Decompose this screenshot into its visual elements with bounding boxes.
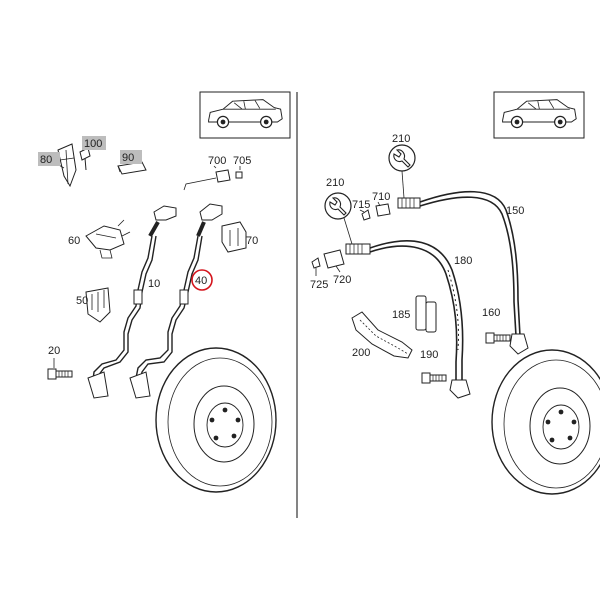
label-150: 150 (506, 205, 524, 217)
wrench-icon (324, 192, 352, 220)
label-70: 70 (246, 235, 258, 247)
label-705: 705 (233, 155, 251, 167)
leader-210-upper (401, 170, 405, 199)
label-720: 720 (333, 274, 351, 286)
part-70-clip (221, 221, 247, 253)
label-190: 190 (420, 349, 438, 361)
label-710: 710 (372, 191, 390, 203)
highlight-circle-40 (191, 269, 213, 291)
parts-710-715 (359, 201, 391, 221)
sensor-cable-40 (129, 203, 223, 399)
label-60: 60 (68, 235, 80, 247)
label-180: 180 (454, 255, 472, 267)
parts-720-725 (311, 249, 345, 276)
wrench-icon (388, 144, 416, 172)
label-160: 160 (482, 307, 500, 319)
part-700-705-connector (183, 165, 243, 191)
label-210-upper: 210 (392, 133, 410, 145)
sensor-cable-10 (87, 205, 177, 399)
label-210-lower: 210 (326, 177, 344, 189)
label-box-90 (120, 150, 142, 164)
label-40: 40 (195, 275, 207, 287)
label-725: 725 (310, 279, 328, 291)
label-700: 700 (208, 155, 226, 167)
label-715: 715 (352, 199, 370, 211)
label-50: 50 (76, 295, 88, 307)
brake-disc-icon (155, 347, 277, 493)
car-inset-left (199, 91, 291, 139)
bolt-icon (47, 368, 73, 380)
part-185-sleeves (415, 295, 437, 333)
brake-hose-150 (397, 190, 529, 355)
label-box-80 (38, 152, 60, 166)
label-185: 185 (392, 309, 410, 321)
car-inset-right (493, 91, 585, 139)
label-box-100 (82, 136, 106, 150)
brake-hose-180 (345, 240, 471, 399)
label-20: 20 (48, 345, 60, 357)
label-90: 90 (122, 152, 134, 164)
brake-disc-icon (491, 349, 600, 495)
leader-210-lower (343, 217, 353, 245)
part-60-holder (85, 219, 131, 259)
label-10: 10 (148, 278, 160, 290)
part-50-bracket (85, 287, 111, 323)
part-80-bracket (49, 143, 77, 188)
left-panel: 80 100 90 700 705 60 (38, 91, 291, 493)
label-100: 100 (84, 138, 102, 150)
bolt-icon (421, 372, 447, 384)
right-panel: 210 210 150 715 710 (310, 91, 600, 495)
label-200: 200 (352, 347, 370, 359)
bolt-icon (485, 332, 511, 344)
part-200-heat-shield (351, 311, 413, 359)
label-80: 80 (40, 154, 52, 166)
